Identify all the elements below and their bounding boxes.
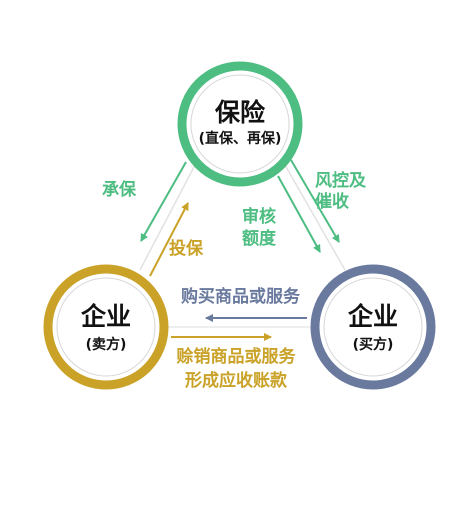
- arrow-insure: [149, 202, 189, 277]
- arrow-risk-control: [290, 159, 340, 243]
- connector-insurance-buyer: [284, 164, 346, 271]
- buyer-subtitle: (买方): [353, 336, 394, 353]
- label-credit-sale-line2: 形成应收账款: [185, 370, 288, 391]
- label-risk-control-line1: 风控及: [315, 170, 367, 191]
- label-insure: 投保: [169, 238, 204, 259]
- label-purchase: 购买商品或服务: [181, 286, 301, 307]
- seller-title: 企业: [81, 302, 131, 331]
- buyer-title: 企业: [348, 302, 398, 331]
- label-risk-control-line2: 催收: [315, 191, 349, 212]
- node-seller: 企业 (卖方): [43, 264, 169, 390]
- label-credit-sale-line1: 赊销商品或服务: [177, 346, 297, 367]
- label-credit-review-line1: 审核: [242, 206, 276, 227]
- arrow-credit-review: [277, 175, 321, 253]
- arrow-underwrite: [140, 161, 187, 242]
- connector-insurance-seller: [139, 164, 196, 271]
- seller-subtitle: (卖方): [86, 336, 127, 353]
- insurance-title: 保险: [214, 98, 266, 127]
- insurance-subtitle: (直保、再保): [199, 130, 282, 147]
- node-insurance: 保险 (直保、再保): [177, 61, 303, 187]
- node-buyer: 企业 (买方): [310, 264, 436, 390]
- label-credit-review-line2: 额度: [242, 228, 277, 249]
- label-underwrite: 承保: [102, 179, 137, 200]
